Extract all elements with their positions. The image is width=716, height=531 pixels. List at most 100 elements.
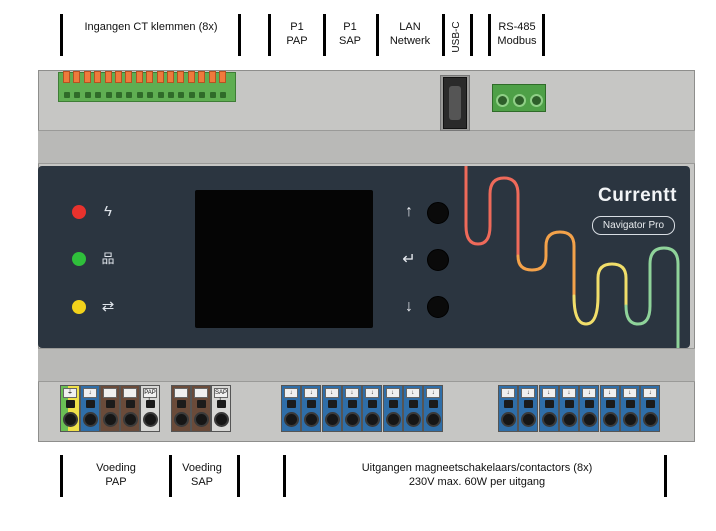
terminal-wire-hole	[405, 412, 421, 427]
terminal: ↓	[423, 385, 444, 432]
lightning-icon: ϟ	[104, 203, 112, 220]
separator-bar	[238, 14, 241, 56]
wave-segment-red	[464, 166, 520, 258]
terminal-wire-hole	[643, 412, 659, 427]
label-line: PAP	[286, 35, 308, 47]
up-button[interactable]	[427, 202, 449, 224]
terminal-marking	[123, 388, 137, 398]
front-panel: ϟ 品 ⇄ ↑ ↵ ↓ Currentt Navigator Pro	[38, 166, 690, 348]
terminal-marking: ↓	[582, 388, 597, 398]
terminal-release-slot	[347, 400, 357, 408]
wave-segment-yellow	[572, 262, 628, 326]
brand-logo: Currentt	[598, 185, 677, 206]
terminal-wire-hole	[344, 412, 360, 427]
terminal-marking: ↓	[365, 388, 380, 398]
display-screen	[195, 190, 373, 328]
terminal: ↓	[301, 385, 322, 432]
label-line: LAN	[399, 21, 421, 33]
label-line: RS-485	[498, 21, 536, 33]
terminal-release-slot	[646, 400, 656, 408]
terminal: ↓	[579, 385, 600, 432]
label-usbc: USB-C	[451, 21, 462, 53]
ct-lever	[187, 71, 195, 83]
label-line: Uitgangen magneetschakelaars/contactors …	[361, 462, 593, 474]
label-line: PAP	[105, 476, 127, 488]
terminal-wire-hole	[194, 412, 209, 427]
terminal-release-slot	[177, 400, 186, 408]
down-button[interactable]	[427, 296, 449, 318]
label-outputs: Uitgangen magneetschakelaars/contactors …	[290, 461, 664, 489]
terminal	[171, 385, 191, 432]
separator-bar	[283, 455, 286, 497]
terminal-release-slot	[106, 400, 115, 408]
ct-pin	[220, 92, 226, 98]
terminal: ↓	[382, 385, 403, 432]
terminal-release-slot	[197, 400, 206, 408]
terminal-release-slot	[388, 400, 398, 408]
separator-bar	[60, 14, 63, 56]
rs485-connector	[492, 84, 546, 112]
label-line: P1	[290, 21, 304, 33]
ct-lever	[125, 71, 133, 83]
terminal-wire-hole	[83, 412, 98, 427]
ct-pin	[126, 92, 133, 98]
terminal-marking: ↓	[602, 388, 617, 398]
terminal-wire-hole	[622, 412, 638, 427]
wave-graphic	[464, 166, 680, 348]
ct-pin	[136, 92, 143, 98]
terminal: ↓	[619, 385, 640, 432]
rs485-screw	[530, 94, 543, 107]
ct-lever	[63, 71, 70, 83]
enter-button[interactable]	[427, 249, 449, 271]
lower-rail	[38, 348, 695, 382]
terminal-marking: ↓	[344, 388, 359, 398]
usbc-port	[443, 77, 467, 129]
terminal-wire-hole	[602, 412, 618, 427]
rs485-screw	[513, 94, 526, 107]
terminal-wire-hole	[284, 412, 299, 427]
enter-icon: ↵	[402, 251, 416, 268]
label-line: Netwerk	[389, 35, 431, 47]
ct-pin	[116, 92, 122, 98]
ct-lever	[219, 71, 226, 83]
terminal-release-slot	[429, 400, 439, 408]
terminal	[100, 385, 120, 432]
label-ct-inputs: Ingangen CT klemmen (8x)	[84, 21, 218, 33]
terminal-wire-hole	[561, 412, 577, 427]
terminal-wire-hole	[426, 412, 442, 427]
separator-bar	[542, 14, 545, 56]
ct-pin	[84, 92, 91, 98]
separator-bar	[60, 455, 63, 497]
terminal-release-slot	[524, 400, 534, 408]
model-badge: Navigator Pro	[592, 216, 675, 235]
ct-terminal-block	[58, 71, 236, 102]
separator-bar	[237, 455, 240, 497]
label-line: Voeding	[182, 462, 222, 474]
terminal-marking: ↓	[501, 388, 515, 398]
terminal-wire-hole	[123, 412, 138, 427]
label-lan: LAN Netwerk	[381, 20, 439, 48]
ct-pin	[64, 92, 70, 98]
terminal-marking: ↓	[521, 388, 536, 398]
terminal-wire-hole	[214, 412, 229, 427]
ct-lever	[208, 71, 216, 83]
terminal-wire-hole	[304, 412, 320, 427]
separator-bar	[488, 14, 491, 56]
ct-lever	[83, 71, 91, 83]
ct-pin	[168, 92, 174, 98]
ct-lever	[115, 71, 122, 83]
terminal-marking: ↓	[561, 388, 576, 398]
ct-pin	[188, 92, 195, 98]
ct-lever	[156, 71, 164, 83]
terminal-release-slot	[625, 400, 635, 408]
terminal	[120, 385, 140, 432]
label-line: Voeding	[96, 462, 136, 474]
terminal-release-slot	[327, 400, 337, 408]
terminal-marking: ↓	[304, 388, 319, 398]
terminal-marking	[103, 388, 117, 398]
ct-lever	[94, 71, 102, 83]
wave-segment-orange	[516, 230, 576, 298]
separator-bar	[169, 455, 172, 497]
terminal-marking: PAP L	[143, 388, 157, 404]
separator-bar	[268, 14, 271, 56]
